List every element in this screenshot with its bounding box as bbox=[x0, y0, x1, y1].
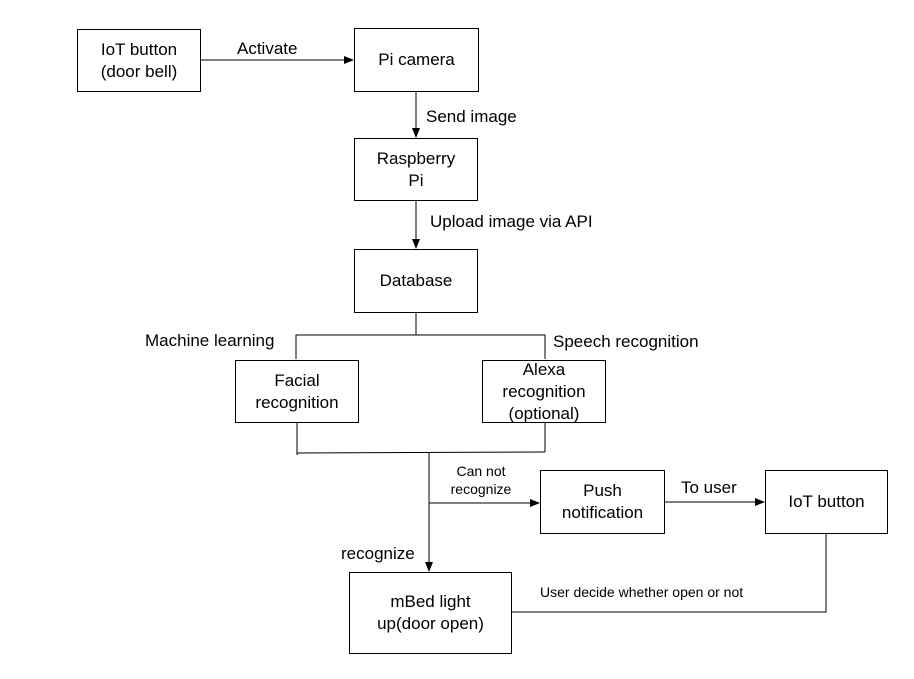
label-to-user: To user bbox=[681, 478, 737, 497]
node-iot-button: IoT button bbox=[765, 470, 888, 534]
label-machine-learning: Machine learning bbox=[145, 331, 275, 350]
label-upload-image: Upload image via API bbox=[430, 212, 593, 231]
edge-merge-bar bbox=[296, 451, 546, 454]
label-recognize: recognize bbox=[341, 544, 415, 563]
edge-user-decide bbox=[512, 534, 827, 613]
node-pi-camera: Pi camera bbox=[354, 28, 479, 92]
node-database: Database bbox=[354, 249, 478, 313]
label-user-decide: User decide whether open or not bbox=[540, 584, 744, 600]
node-iot-button-door-bell: IoT button(door bell) bbox=[77, 29, 201, 92]
label-send-image: Send image bbox=[426, 107, 517, 126]
label-activate: Activate bbox=[237, 39, 298, 58]
edge-database-branch-right bbox=[416, 334, 546, 359]
edge-database-branch bbox=[295, 313, 417, 359]
label-speech-recognition: Speech recognition bbox=[553, 332, 699, 351]
